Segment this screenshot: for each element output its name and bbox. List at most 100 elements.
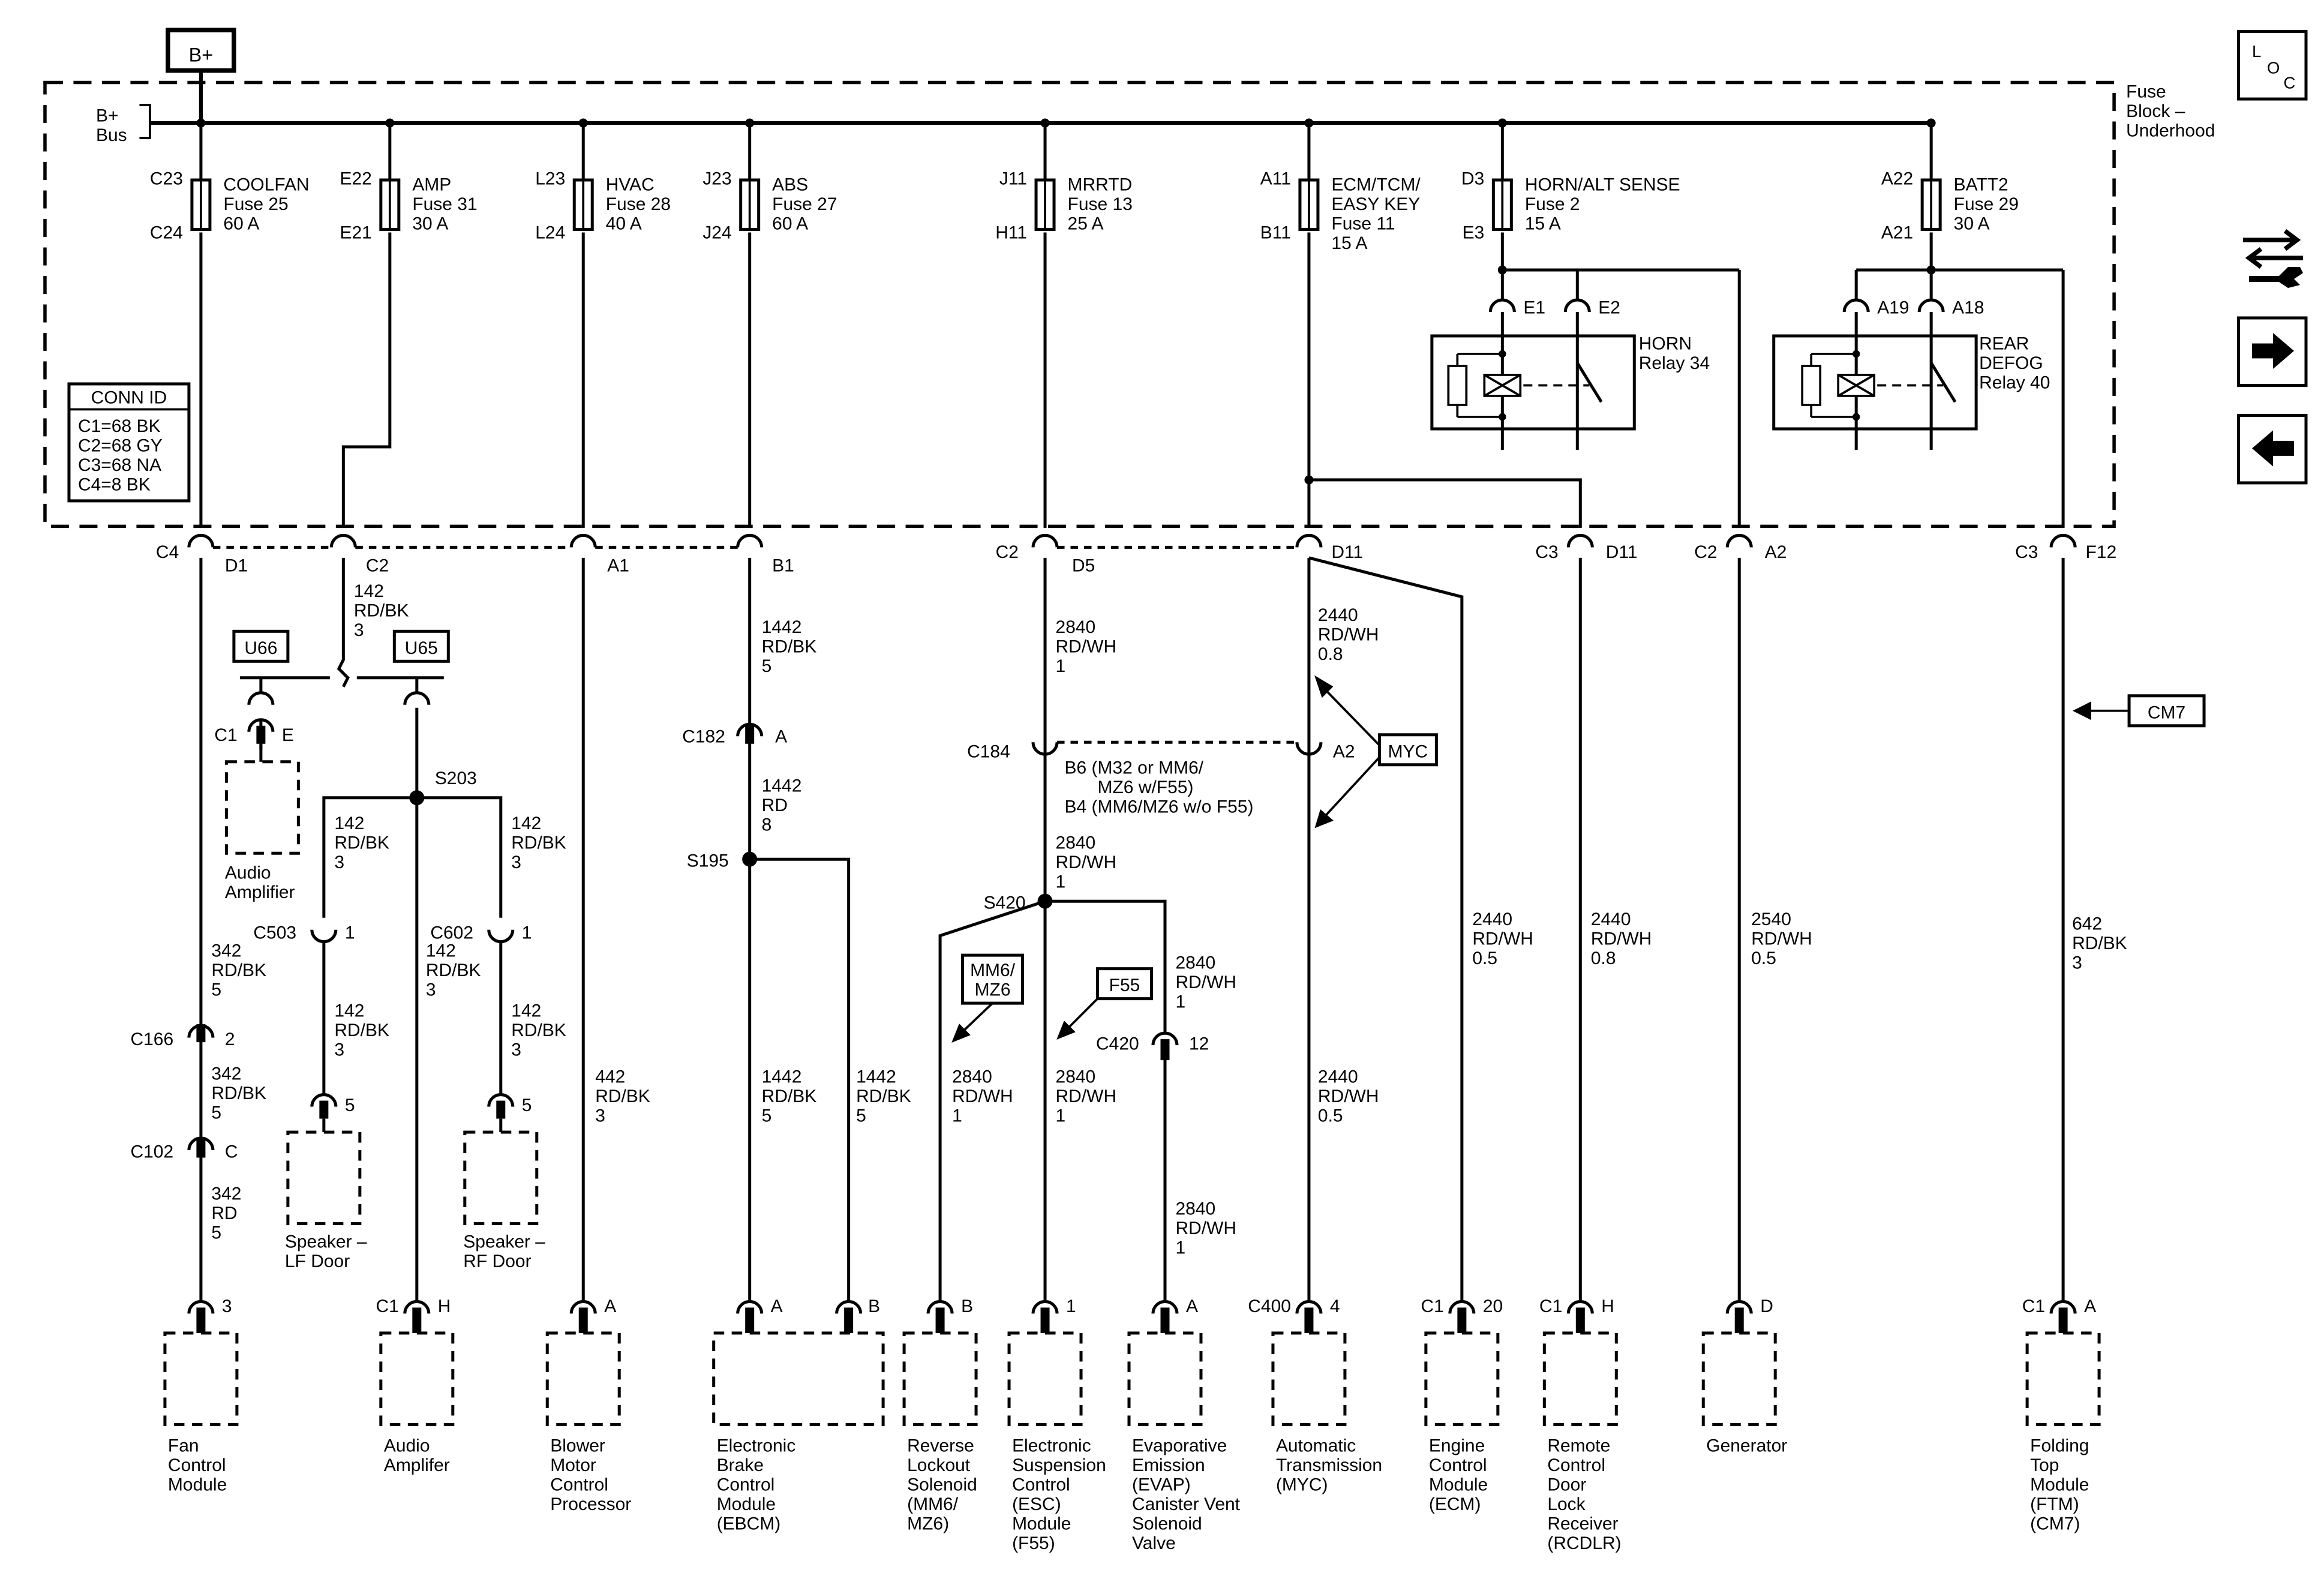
c602-pin: 1 xyxy=(522,923,532,943)
splice-s195: S195 xyxy=(687,851,729,871)
module-label-line: Door xyxy=(1547,1475,1586,1494)
module-label-line: Module xyxy=(717,1494,776,1514)
c182-label: C182 xyxy=(682,727,725,746)
module-5: 1ElectronicSuspensionControl(ESC)Module(… xyxy=(1007,1296,1106,1553)
wire-label-line: RD/WH xyxy=(1175,972,1236,992)
wire-label-line: RD xyxy=(762,795,788,815)
fuse-pin-top: A22 xyxy=(1881,169,1913,189)
wire-label-line: 142 xyxy=(511,813,541,833)
wire-label-line: RD/BK xyxy=(511,1020,566,1040)
fuse-label-line: 25 A xyxy=(1068,214,1104,233)
fuse-label-line: COOLFAN xyxy=(223,175,309,195)
module-pin: A xyxy=(1186,1296,1198,1316)
fuse-label-line: 15 A xyxy=(1331,233,1367,253)
fuse-label-line: Fuse 11 xyxy=(1331,214,1395,233)
module-label-line: Automatic xyxy=(1276,1436,1356,1455)
wire-label-line: RD/BK xyxy=(511,833,566,853)
module-label-line: Module xyxy=(168,1475,227,1494)
fuse-label-line: 15 A xyxy=(1525,214,1561,233)
fuse-pin-bottom: A21 xyxy=(1881,223,1913,242)
wire-label-line: 2440 xyxy=(1318,605,1358,625)
block-connectors xyxy=(187,533,2077,549)
module-label-line: Valve xyxy=(1132,1533,1176,1553)
module-label-line: (FTM) xyxy=(2030,1494,2079,1514)
wrench-arrows-icon[interactable] xyxy=(2234,210,2312,292)
fuse-label-line: 30 A xyxy=(1954,214,1990,233)
option-mm6-2: MZ6 xyxy=(975,980,1011,1000)
fuse-pin-top: A11 xyxy=(1260,169,1291,189)
module-pin: H xyxy=(1601,1296,1614,1316)
wire-label-line: 0.5 xyxy=(1751,948,1776,968)
wire-label-line: 5 xyxy=(211,1223,221,1243)
wire-label-line: 1 xyxy=(1175,992,1185,1012)
wire-label-line: 5 xyxy=(856,1106,866,1126)
module-connector: C1 xyxy=(1539,1296,1562,1316)
module-label-line: Emission xyxy=(1132,1455,1205,1475)
wire-label-line: RD/BK xyxy=(211,960,266,980)
fuse-pin-bottom: E21 xyxy=(340,223,371,242)
fuse-block-label: Fuse Block – Underhood xyxy=(2126,82,2215,141)
audio-amp-u66-label-1: Audio xyxy=(225,863,271,883)
module-label-line: Control xyxy=(1012,1475,1070,1494)
module-label-line: Transmission xyxy=(1276,1455,1382,1475)
defog-relay-pin-a19: A19 xyxy=(1877,298,1909,317)
fuse-label-line: Fuse 27 xyxy=(772,194,837,214)
wire-label-line: 2840 xyxy=(1175,953,1215,973)
module-label-line: Lockout xyxy=(907,1455,971,1475)
wire-label-line: RD/BK xyxy=(334,833,389,853)
fuse-label-line: MRRTD xyxy=(1068,175,1133,195)
wire-label-line: 2840 xyxy=(1056,833,1096,853)
splice-s203: S203 xyxy=(435,769,477,788)
conn-c2-a: C2 xyxy=(366,556,389,575)
module-label-line: (EVAP) xyxy=(1132,1475,1191,1494)
fuse-pin-bottom: B11 xyxy=(1260,223,1291,242)
fuse-block-label-1: Fuse xyxy=(2126,82,2166,102)
speaker-lf-label-2: LF Door xyxy=(285,1251,350,1271)
wire-label-line: 142 xyxy=(511,1001,541,1021)
module-pin: B xyxy=(961,1296,973,1316)
c1-label: C1 xyxy=(214,725,237,745)
module-label-line: Suspension xyxy=(1012,1455,1106,1475)
wire-label-line: 1442 xyxy=(762,617,802,637)
wire-label-line: RD/BK xyxy=(762,1086,817,1106)
wire-label-line: RD/WH xyxy=(1056,637,1117,656)
option-myc: MYC xyxy=(1388,742,1428,761)
module-label-line: Electronic xyxy=(1012,1436,1091,1455)
wire-label-line: 3 xyxy=(334,1040,344,1060)
c503-label: C503 xyxy=(253,923,296,943)
module-label-line: Module xyxy=(2030,1475,2089,1494)
module-label-line: Solenoid xyxy=(1132,1514,1202,1533)
fuse-label-line: BATT2 xyxy=(1954,175,2008,195)
wire-label-line: 1 xyxy=(952,1106,962,1126)
wire-label-line: RD/BK xyxy=(354,601,409,620)
fuse-label-line: ABS xyxy=(772,175,808,195)
arrow-left-icon[interactable] xyxy=(2237,413,2308,485)
bus-label-1: B+ xyxy=(96,106,119,126)
fuse-block-outline xyxy=(43,80,2116,529)
c184-note-3: B4 (MM6/MZ6 w/o F55) xyxy=(1065,797,1254,817)
module-pin: A xyxy=(771,1296,783,1316)
module-label-line: Folding xyxy=(2030,1436,2089,1455)
horn-relay-label-2: Relay 34 xyxy=(1639,353,1710,373)
wire-label-line: 2440 xyxy=(1591,909,1631,929)
wire-label-line: RD/WH xyxy=(1318,1086,1379,1106)
wire-label-line: 1 xyxy=(1056,872,1066,892)
defog-relay-label-3: Relay 40 xyxy=(1979,373,2050,392)
defog-relay-label-2: DEFOG xyxy=(1979,353,2043,373)
fuse-label-line: Fuse 28 xyxy=(606,194,671,214)
module-pin: 4 xyxy=(1330,1296,1340,1316)
wire-label-line: RD/BK xyxy=(856,1086,911,1106)
arrow-right-icon[interactable] xyxy=(2237,316,2308,387)
